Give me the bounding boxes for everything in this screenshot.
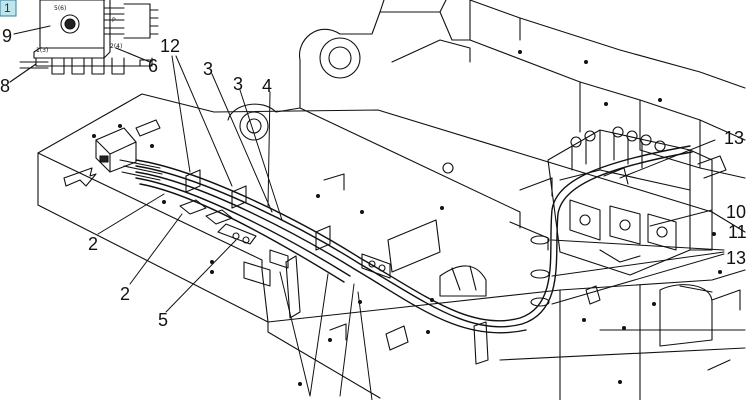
- figure-badge: [0, 0, 17, 17]
- inset-port-side-label: P: [112, 17, 116, 24]
- inset-port-bottom-right-label: 2(4): [110, 43, 122, 50]
- callout-3-upper: 3: [203, 59, 213, 79]
- figure-badge-label: 1: [4, 1, 11, 15]
- gauge-icon: [60, 14, 80, 34]
- inset-port-top-label: 5(6): [54, 5, 66, 12]
- callout-6: 6: [148, 56, 158, 76]
- bolt-holes: [92, 50, 722, 386]
- floor-plate: [37, 93, 746, 400]
- hose-clamps: [530, 235, 550, 307]
- callout-12: 12: [160, 36, 180, 56]
- callout-4: 4: [262, 76, 272, 96]
- control-valve-assembly: [547, 126, 727, 276]
- inset-port-bottom-left-label: 1(3): [36, 47, 48, 54]
- callout-11: 11: [728, 222, 747, 242]
- boom-bracket: [227, 0, 746, 251]
- callout-3-lower: 3: [233, 74, 243, 94]
- mounting-plate: [243, 219, 441, 319]
- callout-13-lower: 13: [726, 248, 746, 268]
- floor-details: [135, 119, 741, 371]
- callout-5: 5: [158, 310, 168, 330]
- callout-8: 8: [0, 76, 10, 96]
- callout-9: 9: [2, 26, 12, 46]
- hose-brackets: [179, 169, 391, 279]
- callout-10: 10: [726, 202, 746, 222]
- callout-13-upper: 13: [724, 128, 744, 148]
- hose-bundle: [135, 145, 693, 334]
- callout-2-upper: 2: [88, 234, 98, 254]
- inset-valve-block: [19, 0, 159, 75]
- callout-leaders: [97, 55, 725, 400]
- pilot-control-box: [63, 127, 163, 187]
- arrow-icon: [63, 167, 97, 187]
- callout-2-lower: 2: [120, 284, 130, 304]
